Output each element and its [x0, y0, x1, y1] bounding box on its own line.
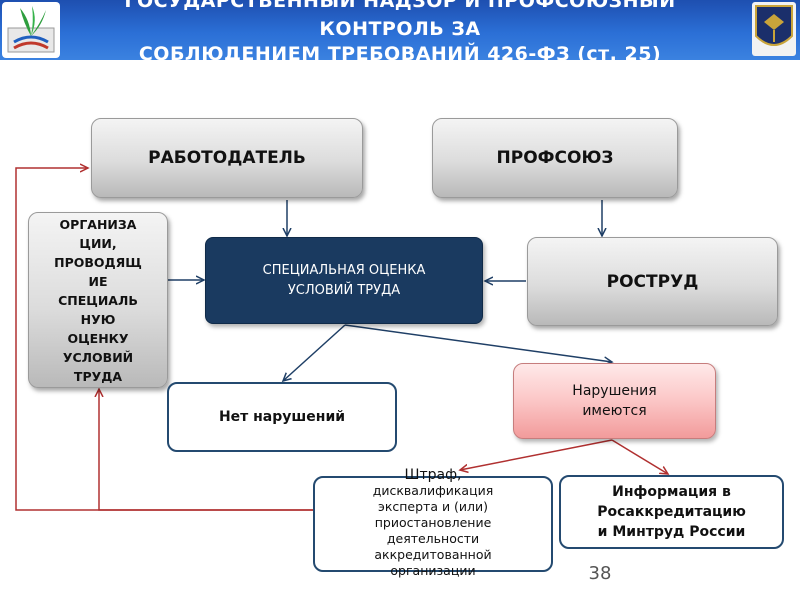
arrow-violations-to-fine	[460, 439, 613, 470]
arrow-violations-to-info	[611, 439, 668, 474]
rostrud-box: РОСТРУД	[527, 237, 778, 326]
organization-line-9: ТРУДА	[73, 368, 123, 384]
fine-text: Штраф, дисквалификация эксперта и (или) …	[313, 458, 553, 588]
info-line-1: Информация в	[612, 484, 731, 500]
organization-line-6: НУЮ	[80, 311, 116, 327]
fine-line-4: приостановление	[374, 515, 492, 530]
info-box: Информация в Росаккредитацию и Минтруд Р…	[559, 475, 784, 549]
arrow-assessment-to-violations	[344, 324, 612, 362]
organization-box: ОРГАНИЗА ЦИИ, ПРОВОДЯЩ ИЕ СПЕЦИАЛЬ НУЮ О…	[28, 212, 168, 388]
organization-line-2: ЦИИ,	[79, 235, 117, 251]
arrow-assessment-to-no-violations	[283, 324, 346, 381]
header-title-line-3: СОБЛЮДЕНИЕМ ТРЕБОВАНИЙ 426-ФЗ (ст. 25)	[138, 43, 662, 60]
fine-line-1: Штраф,	[404, 467, 462, 483]
no-violations-label: Нет нарушений	[218, 409, 346, 425]
emblem-icon	[752, 2, 796, 56]
organization-line-7: ОЦЕНКУ	[67, 330, 129, 346]
organization-line-4: ИЕ	[88, 273, 108, 289]
violations-line-2: имеются	[582, 403, 647, 419]
employer-label: РАБОТОДАТЕЛЬ	[148, 148, 306, 168]
union-label: ПРОФСОЮЗ	[496, 148, 614, 168]
slide-header: ГОСУДАРСТВЕННЫЙ НАДЗОР И ПРОФСОЮЗНЫЙ КОН…	[0, 0, 800, 60]
assessment-box: СПЕЦИАЛЬНАЯ ОЦЕНКА УСЛОВИЙ ТРУДА	[205, 237, 483, 324]
fine-line-2: дисквалификация	[372, 483, 494, 498]
assessment-line-1: СПЕЦИАЛЬНАЯ ОЦЕНКА	[262, 262, 426, 278]
fine-line-7: организации	[390, 563, 476, 578]
feedback-line-to-organization	[99, 389, 314, 511]
no-violations-box: Нет нарушений	[167, 382, 397, 452]
violations-line-1: Нарушения	[572, 383, 657, 399]
fine-line-6: аккредитованной	[374, 547, 492, 562]
rostrud-label: РОСТРУД	[606, 271, 699, 292]
info-line-2: Росаккредитацию	[597, 504, 746, 520]
union-box: ПРОФСОЮЗ	[432, 118, 678, 198]
assessment-line-2: УСЛОВИЙ ТРУДА	[287, 282, 401, 298]
union-logo-icon	[2, 2, 60, 58]
violations-box: Нарушения имеются	[513, 363, 716, 439]
info-line-3: и Минтруд России	[597, 524, 746, 540]
organization-line-1: ОРГАНИЗА	[59, 216, 137, 232]
fine-line-3: эксперта и (или)	[377, 499, 489, 514]
employer-box: РАБОТОДАТЕЛЬ	[91, 118, 363, 198]
organization-line-3: ПРОВОДЯЩ	[54, 254, 142, 270]
organization-line-8: УСЛОВИЙ	[62, 349, 134, 365]
page-number: 38	[588, 563, 612, 584]
header-title-line-1: ГОСУДАРСТВЕННЫЙ НАДЗОР И ПРОФСОЮЗНЫЙ	[124, 0, 676, 12]
fine-box	[313, 476, 553, 572]
header-title-line-2: КОНТРОЛЬ ЗА	[319, 18, 481, 40]
organization-line-5: СПЕЦИАЛЬ	[58, 292, 138, 308]
fine-line-5: деятельности	[386, 531, 480, 546]
